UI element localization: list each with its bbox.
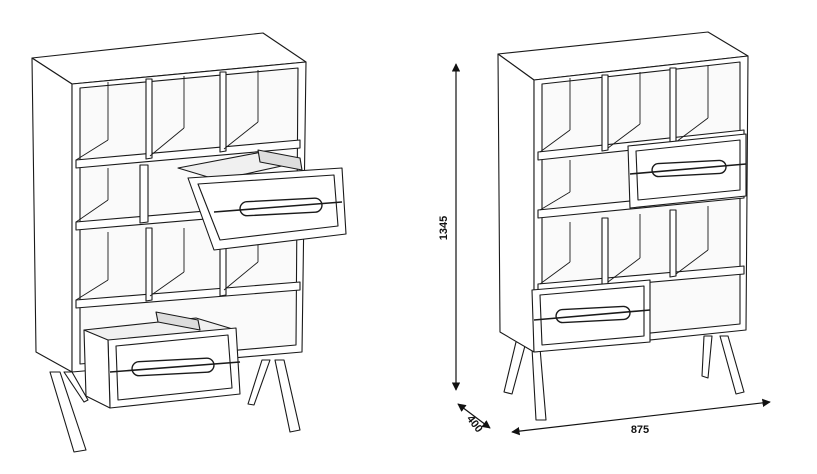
closed-cabinet-view: [497, 31, 749, 421]
right-upper-drawer: [627, 133, 747, 209]
right-cabinet-side: [497, 53, 535, 353]
width-label: 875: [631, 424, 649, 436]
height-label: 1345: [438, 216, 450, 240]
left-upper-drawer: [177, 149, 347, 251]
right-lower-drawer: [531, 279, 651, 353]
depth-dimension-line: [457, 403, 491, 429]
left-cabinet-legs: [49, 359, 301, 453]
dimension-lines: [451, 63, 771, 436]
depth-label: 400: [464, 413, 485, 435]
left-cabinet-side: [31, 57, 73, 373]
left-lower-drawer: [83, 311, 241, 409]
open-cabinet-view: [31, 32, 347, 453]
right-cabinet-dividers: [601, 67, 677, 286]
width-dimension-line: [511, 398, 771, 436]
left-cabinet-dividers: [139, 71, 227, 302]
